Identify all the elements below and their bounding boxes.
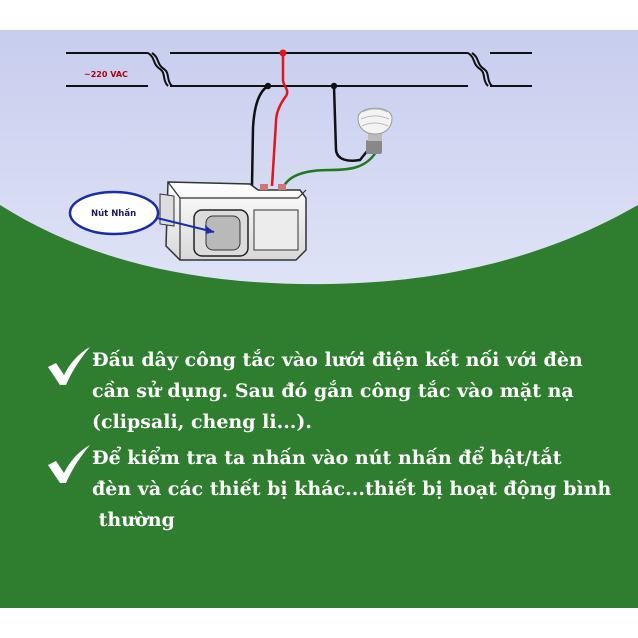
callout-arrow bbox=[156, 217, 215, 233]
break-symbol-left bbox=[147, 52, 169, 87]
tip-item: Đấu dây công tắc vào lưới điện kết nối v… bbox=[46, 345, 621, 438]
tip-line: thường bbox=[92, 509, 175, 531]
tip-line: Đấu dây công tắc vào lưới điện kết nối v… bbox=[92, 349, 583, 371]
sky-dome bbox=[0, 30, 638, 285]
neutral-wire bbox=[250, 84, 269, 187]
light-bulb-icon bbox=[357, 107, 393, 154]
tip-line: đèn và các thiết bị khác...thiết bị hoạt… bbox=[92, 478, 612, 500]
tip-text: Để kiểm tra ta nhấn vào nút nhấn để bật/… bbox=[92, 443, 636, 536]
callout-ellipse bbox=[68, 190, 160, 236]
tip-line: (clipsali, cheng li...). bbox=[92, 411, 313, 433]
tip-item: Để kiểm tra ta nhấn vào nút nhấn để bật/… bbox=[46, 443, 636, 536]
load-wire bbox=[282, 151, 378, 187]
callout-label: Nút Nhấn bbox=[91, 208, 136, 219]
voltage-label: ~220 VAC bbox=[84, 70, 128, 79]
bottom-margin bbox=[0, 608, 638, 638]
live-wire bbox=[270, 53, 289, 187]
switch-module-illustration bbox=[159, 181, 307, 261]
break-symbol-right bbox=[467, 52, 489, 87]
checkmark-icon bbox=[48, 347, 90, 385]
tip-text: Đấu dây công tắc vào lưới điện kết nối v… bbox=[92, 345, 612, 438]
power-lines bbox=[66, 52, 532, 87]
checkmark-icon bbox=[48, 445, 90, 483]
lamp-feed-wire bbox=[332, 85, 369, 162]
top-margin bbox=[0, 0, 638, 30]
tip-line: Để kiểm tra ta nhấn vào nút nhấn để bật/… bbox=[92, 447, 562, 469]
tip-line: cần sử dụng. Sau đó gắn công tắc vào mặt… bbox=[92, 380, 574, 402]
